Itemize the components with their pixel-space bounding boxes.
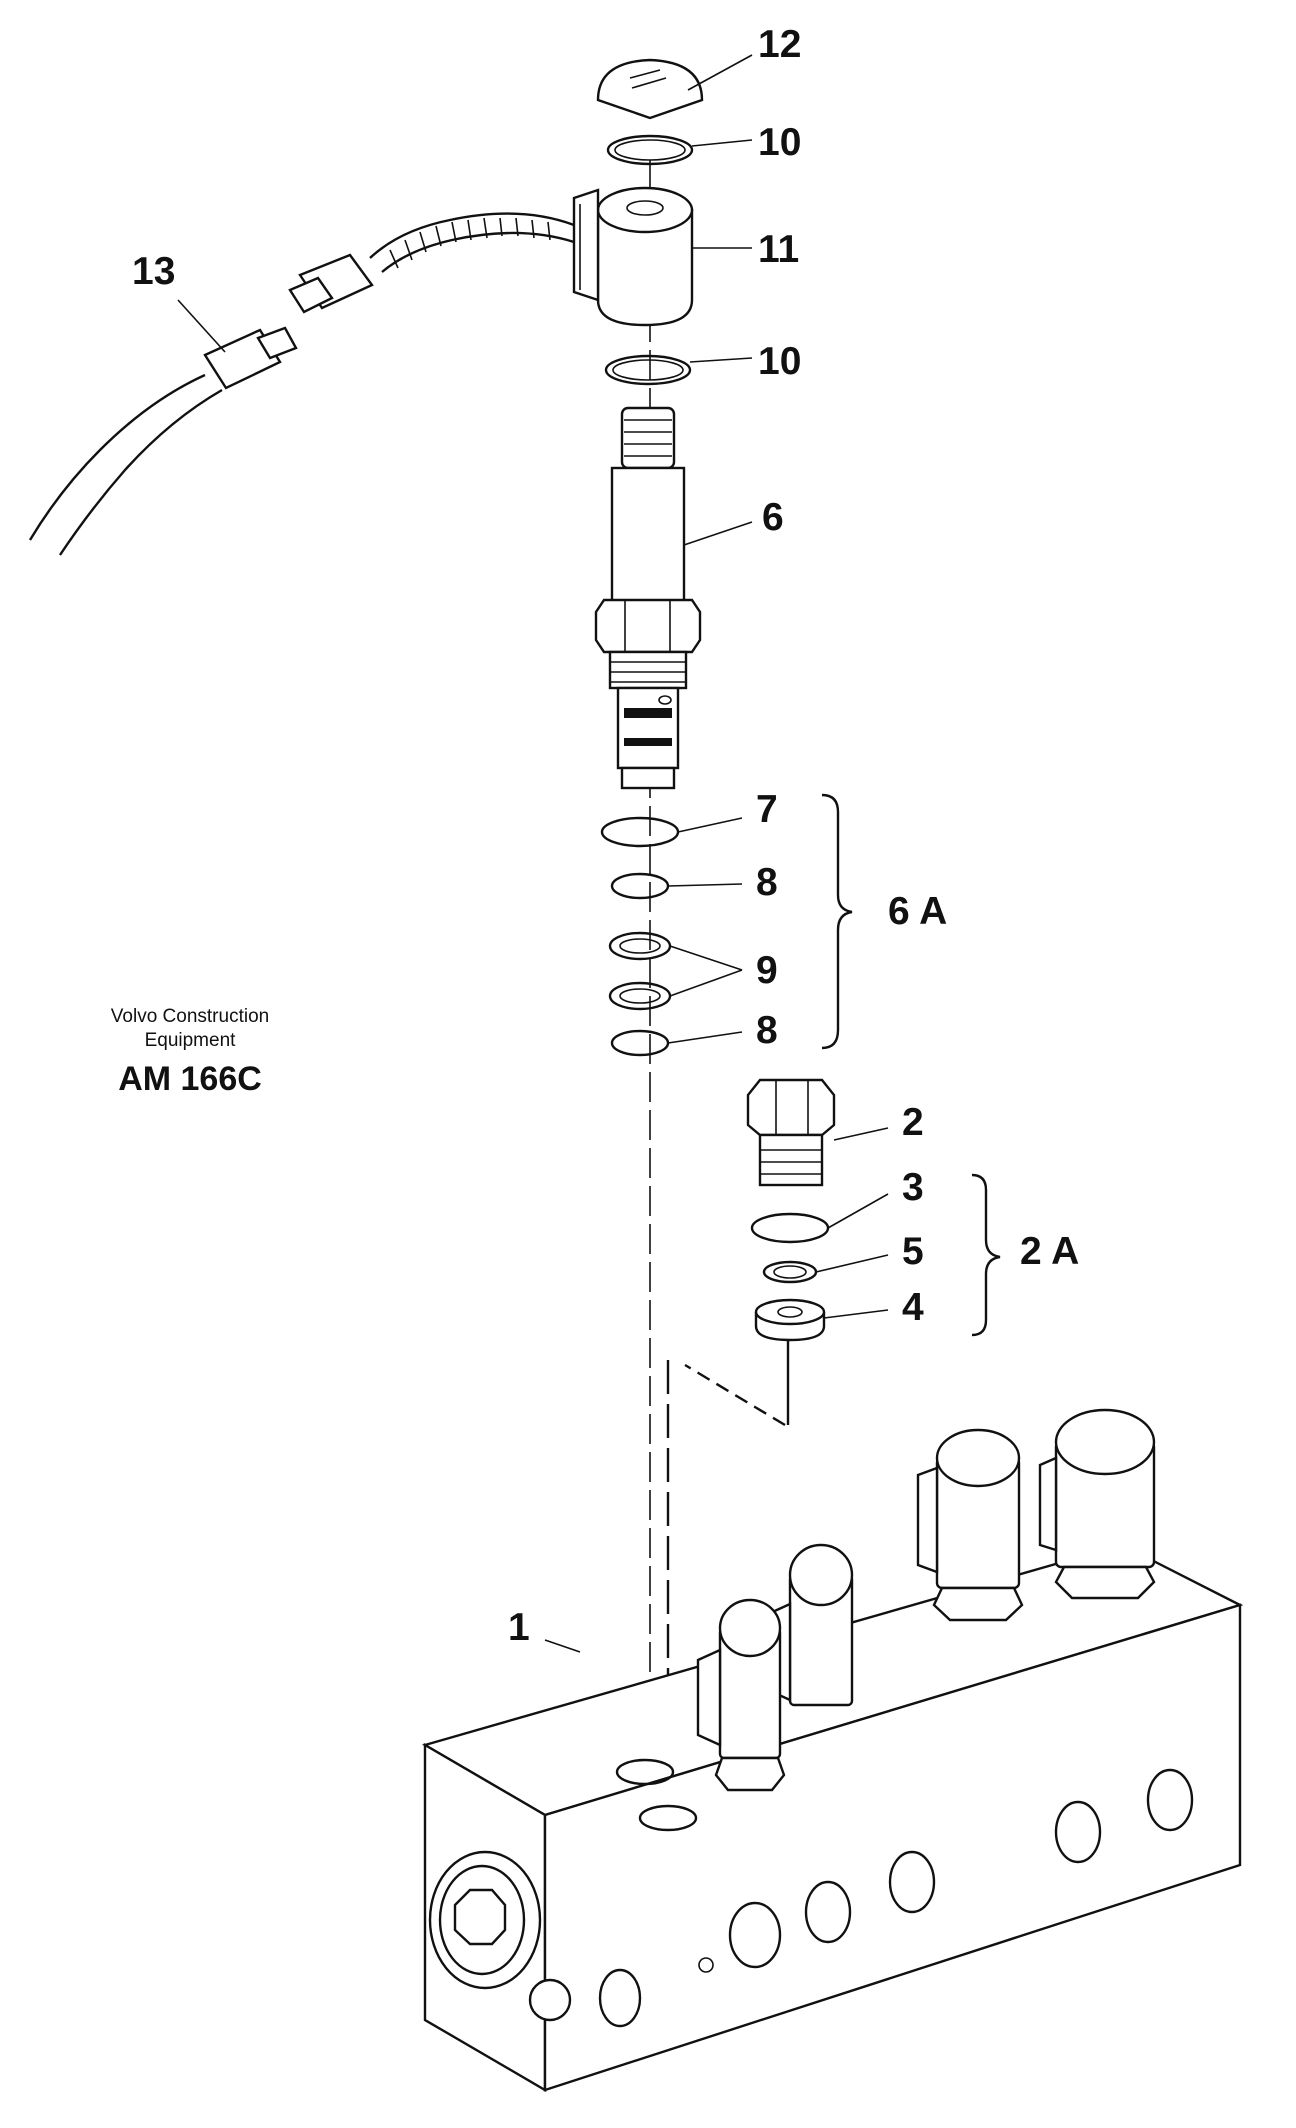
callout-9: 9 — [756, 949, 778, 992]
part-5-backup-ring — [762, 1260, 818, 1284]
credit-company-line1: Volvo Construction — [110, 1006, 270, 1027]
credit-company-line2: Equipment — [144, 1030, 236, 1051]
callout-6: 6 — [762, 496, 784, 539]
callout-8-lower: 8 — [756, 1009, 778, 1052]
leader-lines — [177, 54, 889, 1653]
callout-12: 12 — [758, 23, 801, 66]
callout-2a: 2 A — [1020, 1230, 1079, 1273]
callout-2: 2 — [902, 1101, 924, 1144]
part-3-oring — [750, 1212, 830, 1244]
callout-8-upper: 8 — [756, 861, 778, 904]
mounted-valve-d — [1038, 1408, 1156, 1600]
part-6-valve-cartridge — [594, 406, 702, 790]
part-10-oring-lower — [604, 354, 692, 386]
part-12-cap — [596, 58, 704, 120]
callout-6a: 6 A — [888, 890, 947, 933]
part-8-oring-upper — [610, 872, 670, 900]
callout-4: 4 — [902, 1286, 924, 1329]
callout-13: 13 — [132, 250, 175, 293]
callout-3: 3 — [902, 1166, 924, 1209]
mounted-valve-b — [696, 1598, 786, 1792]
callout-11: 11 — [758, 228, 799, 271]
callout-7: 7 — [756, 788, 778, 831]
part-8-oring-lower — [610, 1029, 670, 1057]
part-13-wiring-harness — [28, 212, 575, 556]
callout-10-lower: 10 — [758, 340, 801, 383]
part-10-oring-upper — [606, 134, 694, 166]
part-7-oring — [600, 816, 680, 848]
callout-5: 5 — [902, 1230, 924, 1273]
part-11-solenoid-coil — [572, 186, 694, 327]
bracket-2a — [971, 1173, 1001, 1337]
part-2-plug — [746, 1078, 836, 1187]
part-9-backup-ring-lower — [608, 981, 672, 1011]
callout-10-upper: 10 — [758, 121, 801, 164]
assembly-path-dashed-2 — [684, 1363, 786, 1427]
bracket-6a — [821, 793, 853, 1050]
document-code: AM 166C — [118, 1060, 262, 1098]
callout-1: 1 — [508, 1606, 530, 1649]
mounted-valve-c — [916, 1428, 1024, 1622]
part-9-backup-ring-upper — [608, 931, 672, 961]
part-4-washer — [754, 1298, 826, 1342]
